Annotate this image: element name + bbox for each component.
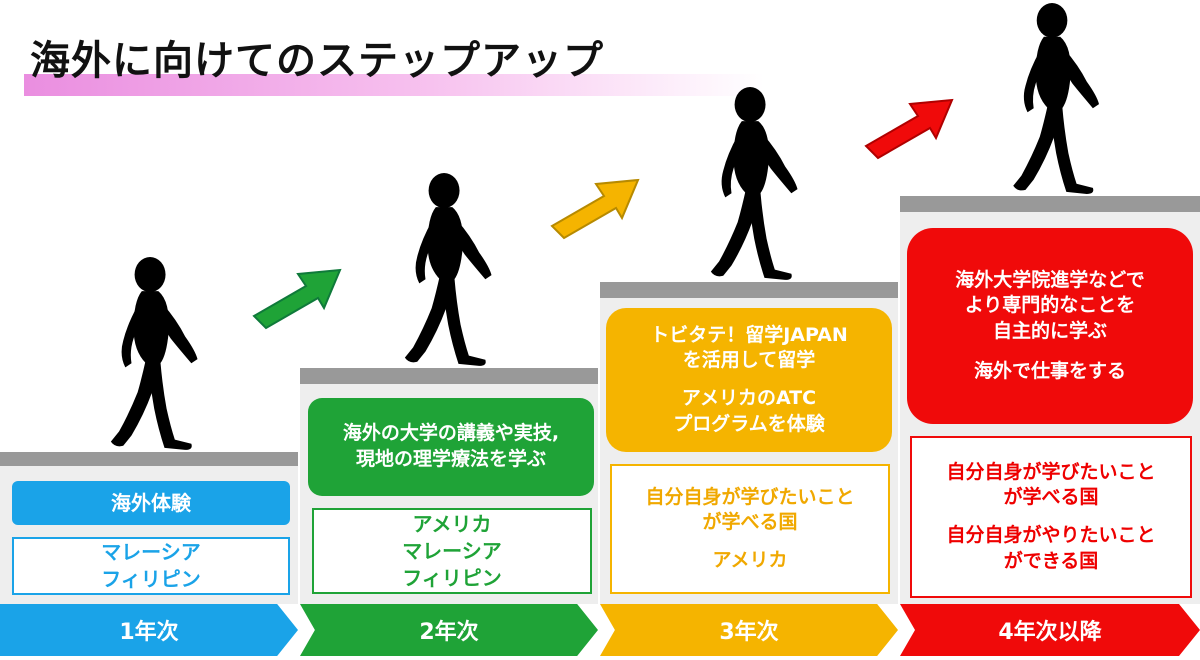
step-4-top [900,196,1200,212]
step-3-primary-box: トビタテ！留学JAPAN を活用して留学 アメリカのATC プログラムを体験 [606,308,892,452]
step-2-country: アメリカ [412,511,492,536]
walking-person-icon [710,87,798,280]
step-1-primary-text: 海外体験 [111,490,191,515]
step-3-country: アメリカ [712,548,788,571]
step-3-primary-text: アメリカのATC [681,387,817,409]
year-4-chevron: 4年次以降 [900,604,1200,656]
year-2-label: 2年次 [419,620,479,645]
step-1-secondary-box: マレーシア フィリピン [12,537,290,595]
step-2-primary-box: 海外の大学の講義や実技, 現地の理学療法を学ぶ [308,398,594,496]
step-3-top [600,282,898,298]
step-4-primary-box: 海外大学院進学などで より専門的なことを 自主的に学ぶ 海外で仕事をする [907,228,1193,424]
step-4-primary-text: より専門的なことを [964,294,1136,317]
step-1-primary-box: 海外体験 [12,481,290,525]
step-up-arrow-icon [252,268,342,330]
step-up-arrow-icon [864,98,954,160]
step-4-secondary-text: 自分自身がやりたいこと [946,524,1156,546]
walking-person-icon [110,257,198,450]
step-3-primary-text: を活用して留学 [682,349,816,372]
step-2-country: フィリピン [402,565,502,590]
step-2-country: マレーシア [402,538,502,563]
step-2-secondary-box: アメリカ マレーシア フィリピン [312,508,592,594]
step-4-secondary-box: 自分自身が学びたいこと が学べる国 自分自身がやりたいこと ができる国 [910,436,1192,598]
walking-person-icon [404,173,492,366]
step-3-primary-text: トビタテ！留学JAPAN [650,323,848,346]
step-4-secondary-text: ができる国 [1003,549,1099,572]
walking-person-icon [1013,3,1100,194]
step-4-primary-text: 海外大学院進学などで [955,268,1145,291]
year-2-chevron: 2年次 [300,604,598,656]
step-1-country: フィリピン [101,567,201,591]
step-3-secondary-box: 自分自身が学びたいこと が学べる国 アメリカ [610,464,890,594]
year-4-label: 4年次以降 [998,620,1102,645]
year-1-label: 1年次 [119,620,179,645]
step-3-secondary-text: が学べる国 [702,511,798,534]
step-4-secondary-text: が学べる国 [1003,486,1099,509]
year-1-chevron: 1年次 [0,604,298,656]
step-4-secondary-text: 自分自身が学びたいこと [946,460,1156,483]
step-3-primary-text: プログラムを体験 [673,412,825,435]
year-3-label: 3年次 [719,620,779,645]
step-2-top [300,368,598,384]
step-2-primary-text: 海外の大学の講義や実技, [342,422,560,445]
step-up-arrow-icon [550,178,640,240]
title-underline [24,74,764,96]
step-2-primary-text: 現地の理学療法を学ぶ [355,448,546,470]
step-1-top [0,452,298,466]
step-1-country: マレーシア [101,540,201,564]
step-3-secondary-text: 自分自身が学びたいこと [645,485,855,508]
page-title: 海外に向けてのステップアップ [30,38,604,84]
step-4-primary-text: 海外で仕事をする [973,359,1126,382]
step-4-primary-text: 自主的に学ぶ [992,320,1107,342]
year-3-chevron: 3年次 [600,604,898,656]
